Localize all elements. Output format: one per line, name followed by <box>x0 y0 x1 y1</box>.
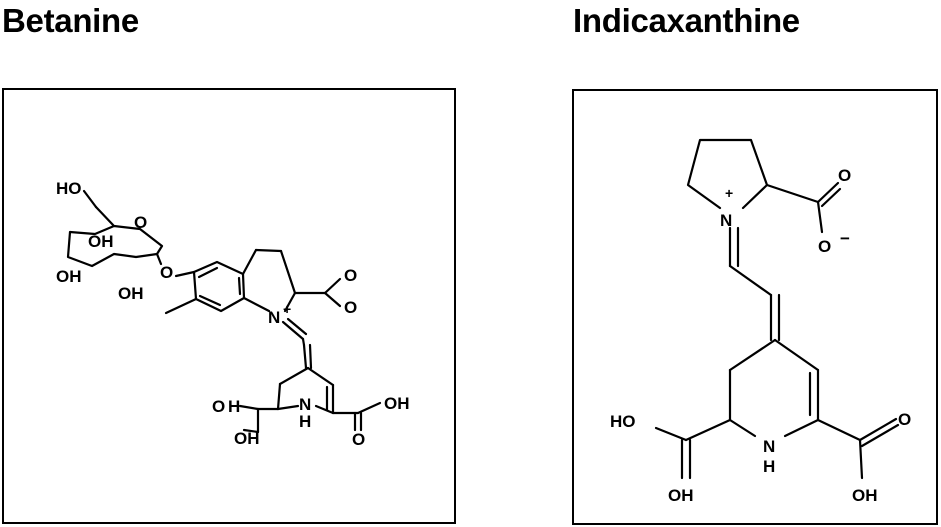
betanine-atom-labels: HO OH O OH OH O O O N + O H OH N H OH O <box>56 179 410 449</box>
o-link-label: O <box>160 263 173 282</box>
n-label: N <box>763 437 775 456</box>
indicaxanthine-structure-box <box>572 89 938 525</box>
betanine-bonds <box>66 189 382 434</box>
indicaxanthine-bonds <box>654 138 900 480</box>
o-ring-label: O <box>134 213 147 232</box>
indicaxanthine-atom-labels: N + O O − HO OH N H O OH <box>610 166 911 505</box>
o-label: O <box>898 410 911 429</box>
h-label: H <box>299 412 311 431</box>
betanine-title: Betanine <box>2 2 139 39</box>
oh-label: OH <box>56 267 82 286</box>
oh-label: OH <box>668 486 694 505</box>
n-label: N <box>720 211 732 230</box>
indicaxanthine-title: Indicaxanthine <box>573 2 800 39</box>
charge-label: + <box>283 301 291 317</box>
h-label: H <box>228 397 240 416</box>
oh-label: OH <box>384 394 410 413</box>
o-label: O <box>818 237 831 256</box>
ho-label: HO <box>610 412 636 431</box>
oh-label: OH <box>118 284 144 303</box>
o-carbonyl-label: O <box>344 266 357 285</box>
h-label: H <box>763 457 775 476</box>
charge-label: − <box>840 229 850 248</box>
oh-label: OH <box>852 486 878 505</box>
charge-label: + <box>725 185 733 201</box>
o-label: O <box>838 166 851 185</box>
o-acid-label: O <box>344 298 357 317</box>
o-label: O <box>212 397 225 416</box>
o-label: O <box>352 430 365 449</box>
n-label: N <box>299 395 311 414</box>
n-label: N <box>268 308 280 327</box>
oh-label: OH <box>234 429 260 448</box>
oh-label: OH <box>88 232 114 251</box>
betanine-structure-box <box>2 88 456 524</box>
ho-label: HO <box>56 179 82 198</box>
